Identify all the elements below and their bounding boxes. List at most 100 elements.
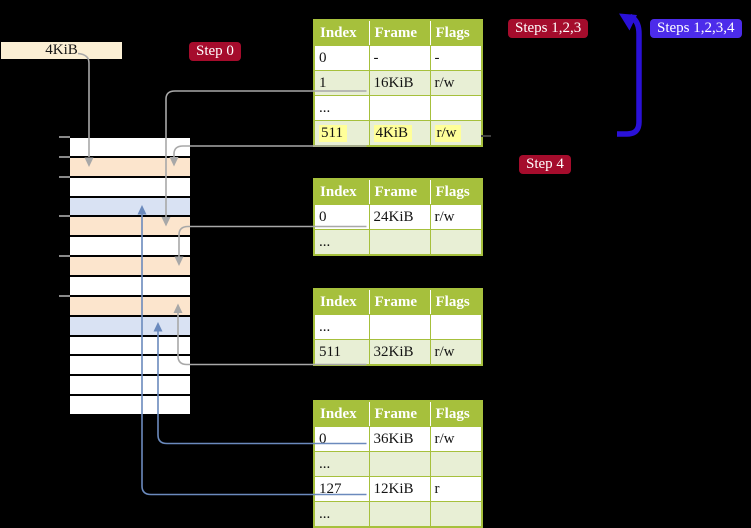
step4-label: Step 4 [519, 155, 571, 174]
cell-frame: 24KiB [368, 204, 431, 230]
header-cell-index: Index [313, 178, 370, 205]
table-row: 127 12KiB r [313, 476, 483, 502]
cell-index: 127 [313, 476, 370, 502]
table-row: 0 36KiB r/w [313, 426, 483, 452]
table-header-row: Index Frame Flags [313, 178, 483, 205]
table-row-highlighted: 511 4KiB r/w [313, 120, 483, 147]
cell-frame: 36KiB [368, 426, 431, 452]
memory-row [70, 356, 190, 375]
table-row: 511 32KiB r/w [313, 339, 483, 366]
step0-label: Step 0 [189, 42, 241, 61]
header-cell-frame: Frame [368, 178, 431, 205]
header-cell-flags: Flags [429, 19, 483, 46]
page-table-level-1: Index Frame Flags 0 36KiB r/w ... 127 12… [313, 400, 483, 528]
cell-frame [368, 451, 431, 477]
arrowhead-upleft-icon [619, 13, 637, 31]
memory-row [70, 277, 190, 295]
cell-flags [429, 451, 483, 477]
memory-tick [59, 295, 70, 297]
cell-frame: 16KiB [368, 70, 431, 96]
table-row: 0 24KiB r/w [313, 204, 483, 230]
steps-1234-label: Steps 1,2,3,4 [650, 19, 742, 38]
cell-flags: - [429, 45, 483, 71]
memory-tick [59, 156, 70, 158]
cell-flags [429, 314, 483, 340]
memory-row [70, 217, 190, 236]
cell-index: 0 [313, 426, 370, 452]
memory-row [70, 177, 190, 196]
header-cell-index: Index [313, 288, 370, 315]
header-cell-index: Index [313, 400, 370, 427]
page-table-level-4: Index Frame Flags 0 - - 1 16KiB r/w ... … [313, 19, 483, 147]
cell-index: ... [313, 95, 370, 121]
cell-frame [368, 229, 431, 256]
cell-frame [368, 314, 431, 340]
memory-row [70, 257, 190, 276]
memory-row [70, 316, 190, 335]
highlight-text: r/w [434, 124, 461, 142]
memory-tick [59, 176, 70, 178]
cell-index: 511 [313, 339, 370, 366]
cell-flags: r/w [429, 426, 483, 452]
cell-flags: r/w [429, 204, 483, 230]
highlight-text: 511 [319, 124, 347, 142]
table-row: ... [313, 314, 483, 340]
cell-flags [429, 229, 483, 256]
physical-memory-column [70, 138, 190, 415]
cell-frame [368, 501, 431, 528]
cell-flags: r/w [429, 120, 483, 147]
table-row: ... [313, 501, 483, 528]
memory-row [70, 336, 190, 355]
page-table-level-2: Index Frame Flags ... 511 32KiB r/w [313, 288, 483, 366]
page-table-level-3: Index Frame Flags 0 24KiB r/w ... [313, 178, 483, 256]
memory-tick [59, 255, 70, 257]
cell-index: ... [313, 229, 370, 256]
header-cell-frame: Frame [368, 400, 431, 427]
cell-index: 0 [313, 45, 370, 71]
cell-flags: r/w [429, 70, 483, 96]
highlight-text: 4KiB [373, 124, 413, 142]
memory-row [70, 157, 190, 176]
cell-frame: 4KiB [368, 120, 431, 147]
memory-tick [59, 215, 70, 217]
table-row: 0 - - [313, 45, 483, 71]
memory-row [70, 396, 190, 415]
table-header-row: Index Frame Flags [313, 288, 483, 315]
cell-index: ... [313, 314, 370, 340]
memory-row [70, 237, 190, 256]
steps-123-label: Steps 1,2,3 [508, 19, 589, 38]
cell-index: 511 [313, 120, 370, 147]
cell-index: 1 [313, 70, 370, 96]
table-row: 1 16KiB r/w [313, 70, 483, 96]
cell-frame: - [368, 45, 431, 71]
header-cell-flags: Flags [429, 400, 483, 427]
table-row: ... [313, 451, 483, 477]
header-cell-index: Index [313, 19, 370, 46]
header-cell-flags: Flags [429, 178, 483, 205]
memory-row [70, 138, 190, 156]
cell-flags: r/w [429, 339, 483, 366]
table-row: ... [313, 229, 483, 256]
cell-flags [429, 501, 483, 528]
header-cell-frame: Frame [368, 288, 431, 315]
memory-row [70, 376, 190, 395]
table-header-row: Index Frame Flags [313, 400, 483, 427]
cell-index: ... [313, 501, 370, 528]
memory-row [70, 296, 190, 315]
cell-index: ... [313, 451, 370, 477]
big-steps-arrow [617, 13, 642, 137]
cell-index: 0 [313, 204, 370, 230]
cell-frame: 32KiB [368, 339, 431, 366]
cell-flags: r [429, 476, 483, 502]
cell-flags [429, 95, 483, 121]
table-header-row: Index Frame Flags [313, 19, 483, 46]
cell-frame: 12KiB [368, 476, 431, 502]
root-pointer-box: 4KiB [1, 42, 122, 59]
header-cell-frame: Frame [368, 19, 431, 46]
cell-frame [368, 95, 431, 121]
connector-l4-511-to-frame4 [169, 145, 367, 167]
table-row: ... [313, 95, 483, 121]
memory-row [70, 197, 190, 216]
header-cell-flags: Flags [429, 288, 483, 315]
